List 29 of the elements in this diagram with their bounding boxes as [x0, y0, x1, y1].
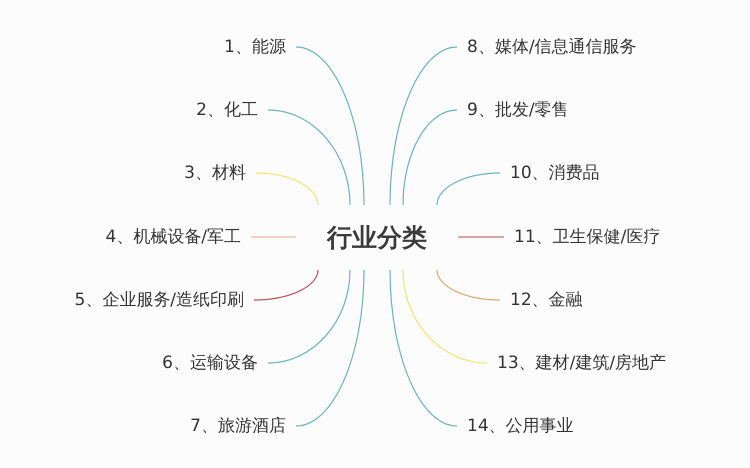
category-label: 3、材料: [184, 160, 246, 186]
category-label: 14、公用事业: [467, 413, 574, 439]
connector-curve: [436, 172, 500, 206]
connector-curve: [256, 172, 319, 206]
connector-curve: [402, 109, 458, 206]
category-label: 9、批发/零售: [467, 97, 569, 123]
connector-curve: [251, 236, 296, 238]
connector-curve: [268, 109, 351, 206]
category-label: 7、旅游酒店: [190, 413, 286, 439]
category-label: 10、消费品: [510, 160, 600, 186]
category-label: 6、运输设备: [162, 350, 258, 376]
category-label: 13、建材/建筑/房地产: [497, 350, 666, 376]
connector-curve: [458, 236, 504, 238]
category-label: 11、卫生保健/医疗: [514, 224, 660, 250]
category-label: 4、机械设备/军工: [105, 224, 241, 250]
connector-curve: [389, 270, 458, 427]
connector-curve: [296, 270, 365, 427]
connector-curve: [402, 270, 488, 364]
connector-curve: [296, 46, 365, 206]
connector-curve: [389, 46, 458, 206]
connector-curve: [254, 270, 319, 301]
category-label: 1、能源: [224, 34, 286, 60]
category-label: 12、金融: [510, 287, 583, 313]
connector-curve: [268, 270, 351, 364]
central-topic: 行业分类: [327, 222, 427, 254]
category-label: 5、企业服务/造纸印刷: [74, 287, 244, 313]
category-label: 2、化工: [196, 97, 258, 123]
connector-curve: [436, 270, 500, 301]
category-label: 8、媒体/信息通信服务: [467, 34, 637, 60]
